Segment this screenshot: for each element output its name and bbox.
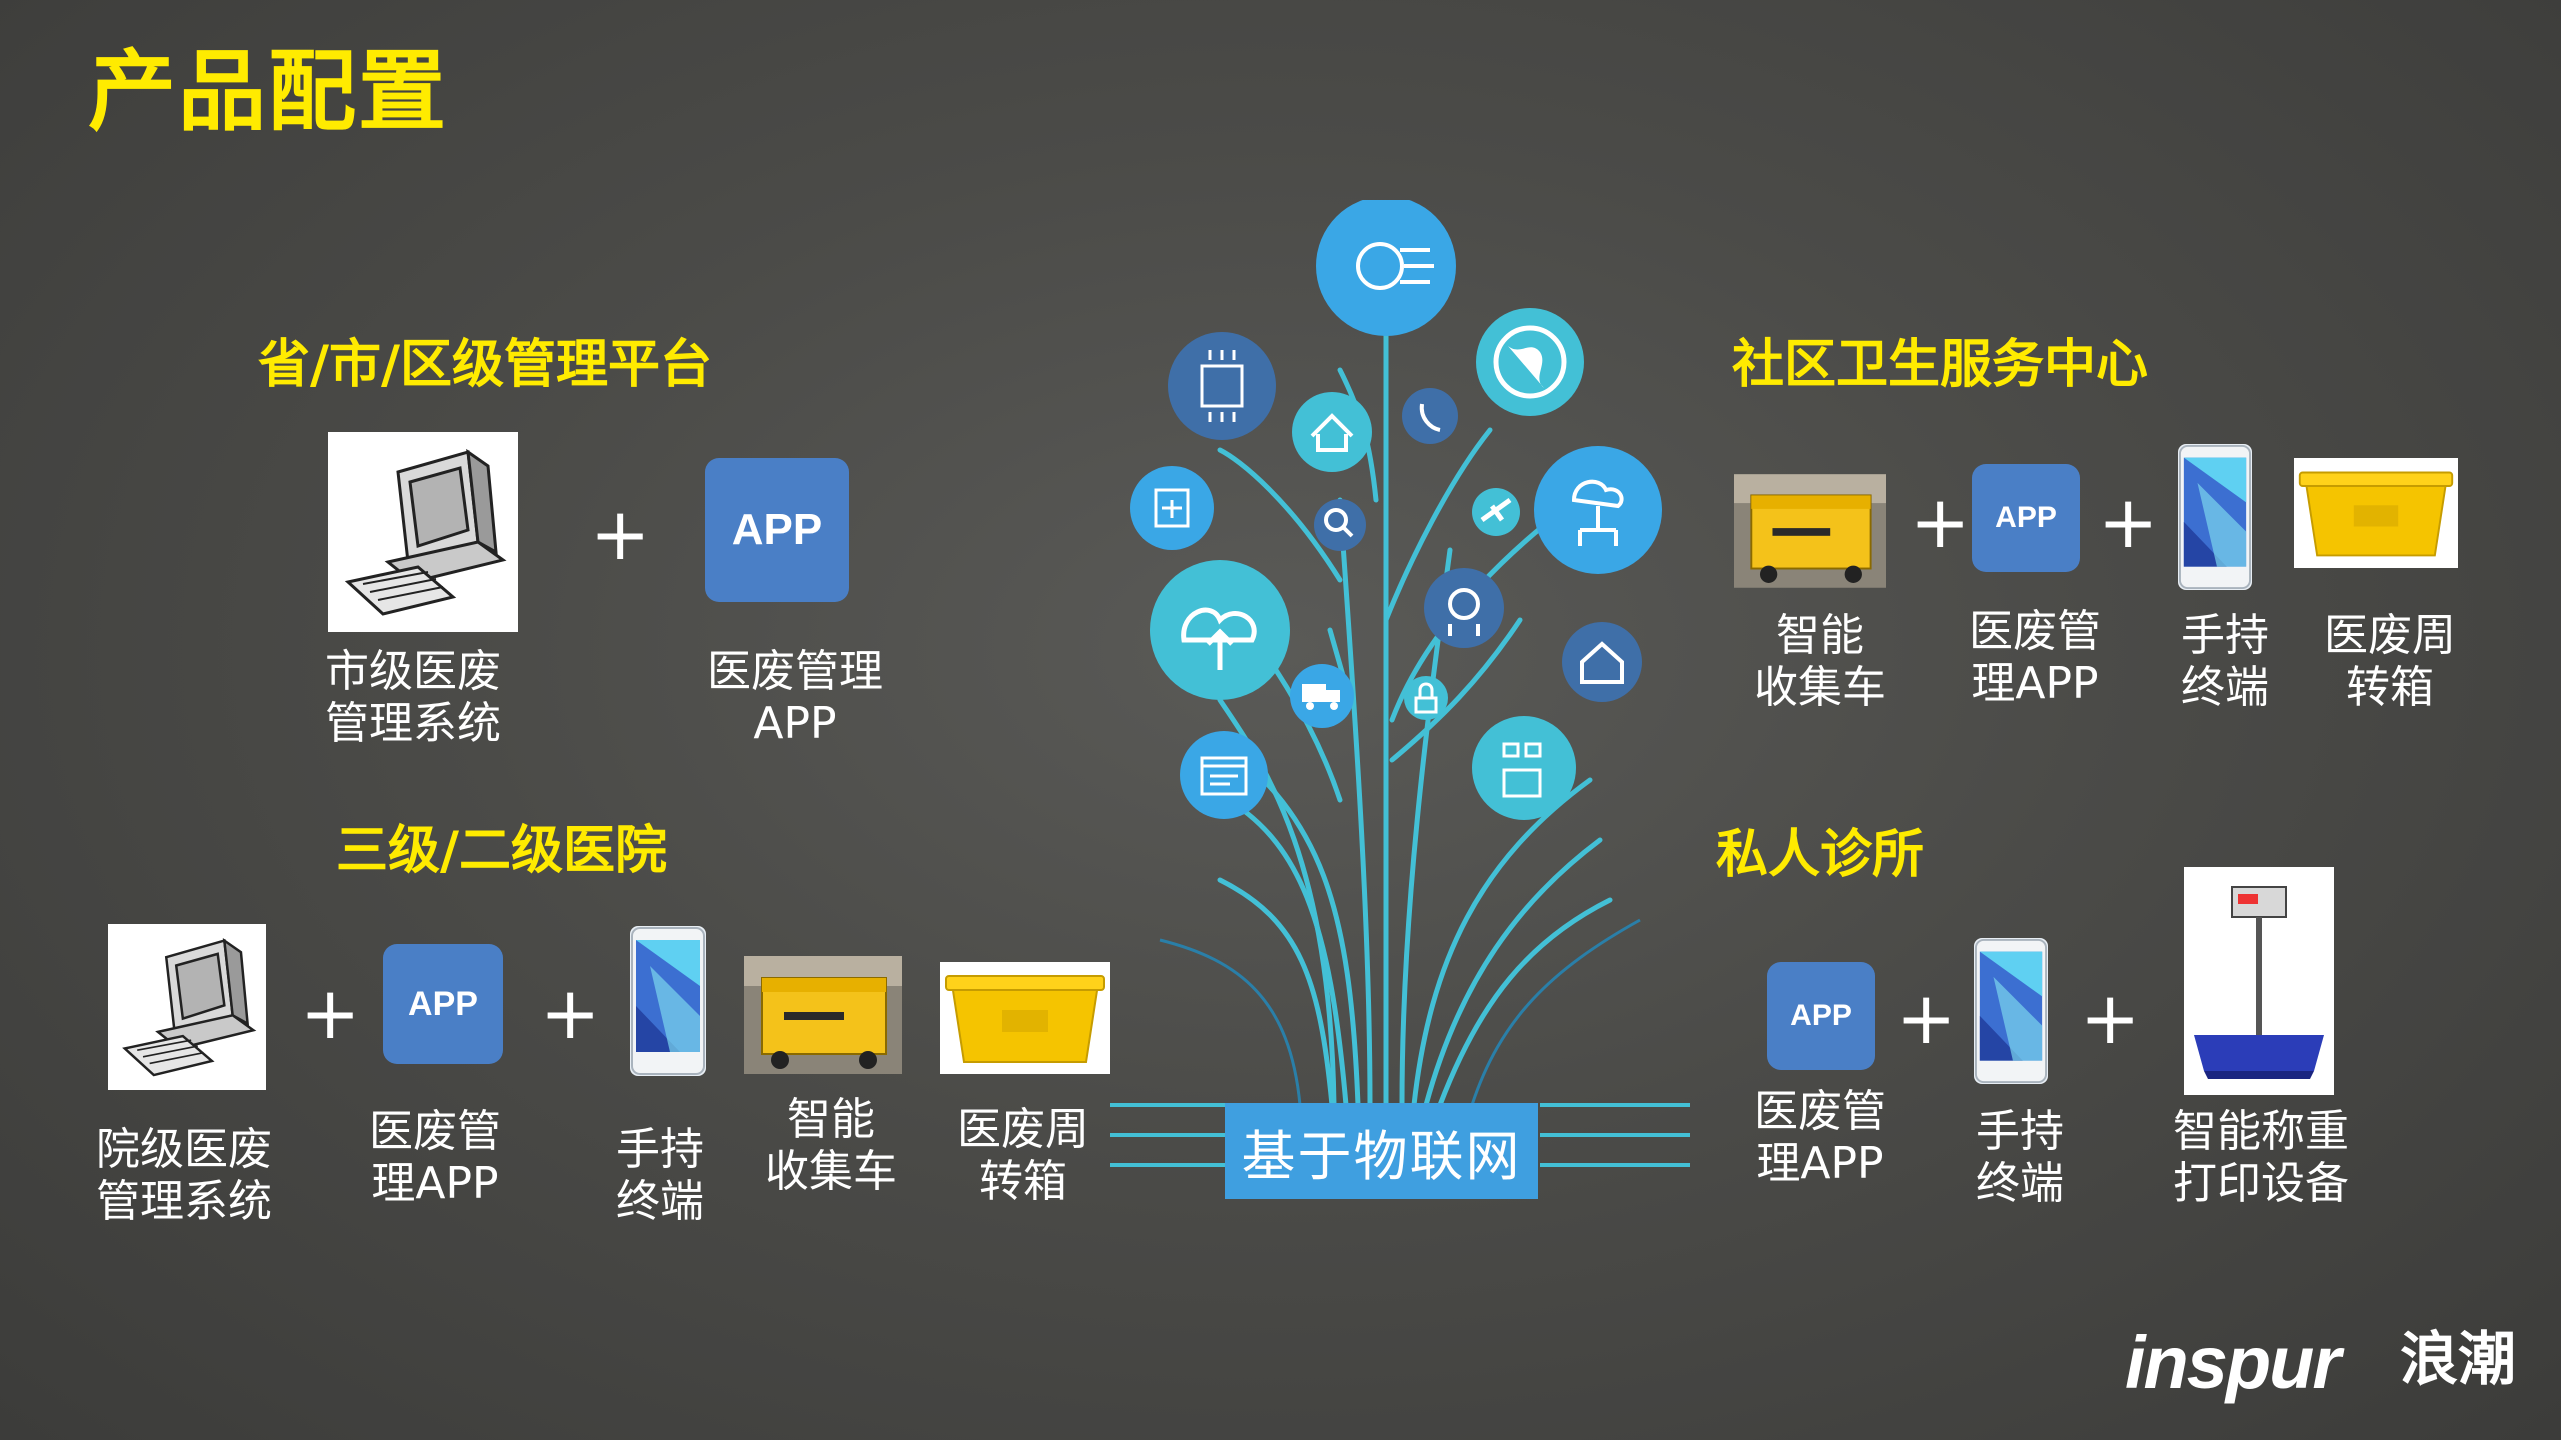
page-title: 产品配置 <box>88 40 449 143</box>
folder-network-icon <box>1130 466 1214 550</box>
inspur-logo: inspur <box>2125 1321 2341 1404</box>
transfer-box-image <box>2294 458 2458 568</box>
section-title-hospital: 三级/二级医院 <box>336 821 667 881</box>
plus-sign: + <box>2098 480 2159 564</box>
chip-icon <box>1168 332 1276 440</box>
section-title-platform: 省/市/区级管理平台 <box>258 335 712 395</box>
label-handheld: 手持 终端 <box>2181 610 2269 713</box>
label-handheld: 手持 终端 <box>616 1124 704 1227</box>
home-icon <box>1292 392 1372 472</box>
label-transfer-box: 医废周 转箱 <box>957 1104 1089 1207</box>
gears-icon <box>1316 200 1456 336</box>
app-icon: APP <box>705 458 849 602</box>
label-weighing-printer: 智能称重 打印设备 <box>2173 1106 2349 1209</box>
plus-sign: + <box>590 492 651 576</box>
label-app: 医废管 理APP <box>369 1106 501 1209</box>
app-icon: APP <box>1972 464 2080 572</box>
plane-icon <box>1472 488 1520 536</box>
label-smart-cart: 智能 收集车 <box>765 1094 897 1197</box>
plus-sign: + <box>2080 976 2141 1060</box>
plus-sign: + <box>540 971 601 1055</box>
lock-icon <box>1404 676 1448 720</box>
cloud-upload-icon <box>1150 560 1290 700</box>
section-title-community: 社区卫生服务中心 <box>1732 335 2149 395</box>
computer-image <box>108 924 266 1090</box>
iot-tree-diagram <box>1110 200 1690 1167</box>
web-window-icon <box>1180 731 1268 819</box>
plus-sign: + <box>1910 480 1971 564</box>
computer-image <box>328 432 518 632</box>
label-handheld: 手持 终端 <box>1976 1106 2064 1209</box>
cloud-network-icon <box>1534 446 1662 574</box>
label-hospital-system: 院级医废 管理系统 <box>96 1124 272 1227</box>
handheld-terminal-image <box>630 926 706 1076</box>
handheld-terminal-image <box>2178 444 2252 590</box>
transfer-box-image <box>940 962 1110 1074</box>
cloud-gear-icon <box>1424 568 1504 648</box>
weighing-scale-image <box>2184 867 2334 1095</box>
iot-label-box: 基于物联网 <box>1225 1103 1538 1199</box>
plus-sign: + <box>1896 976 1957 1060</box>
phone-icon <box>1402 388 1458 444</box>
app-icon: APP <box>1767 962 1875 1070</box>
handheld-terminal-image <box>1974 938 2048 1084</box>
smart-cart-image <box>744 956 902 1074</box>
inspur-logo-cn: 浪潮 <box>2400 1325 2517 1393</box>
server-grid-icon <box>1472 716 1576 820</box>
app-icon: APP <box>383 944 503 1064</box>
plus-sign: + <box>300 971 361 1055</box>
house-monitor-icon <box>1562 622 1642 702</box>
section-title-clinic: 私人诊所 <box>1716 825 1925 885</box>
label-app: 医废管 理APP <box>1969 606 2101 709</box>
truck-icon <box>1290 664 1354 728</box>
label-city-system: 市级医废 管理系统 <box>325 646 501 749</box>
label-transfer-box: 医废周 转箱 <box>2324 610 2456 713</box>
globe-icon <box>1476 308 1584 416</box>
label-app: 医废管 理APP <box>1754 1086 1886 1189</box>
label-smart-cart: 智能 收集车 <box>1754 610 1886 713</box>
label-app: 医废管理 APP <box>707 646 883 749</box>
smart-cart-image <box>1734 473 1886 589</box>
search-icon <box>1314 499 1366 551</box>
